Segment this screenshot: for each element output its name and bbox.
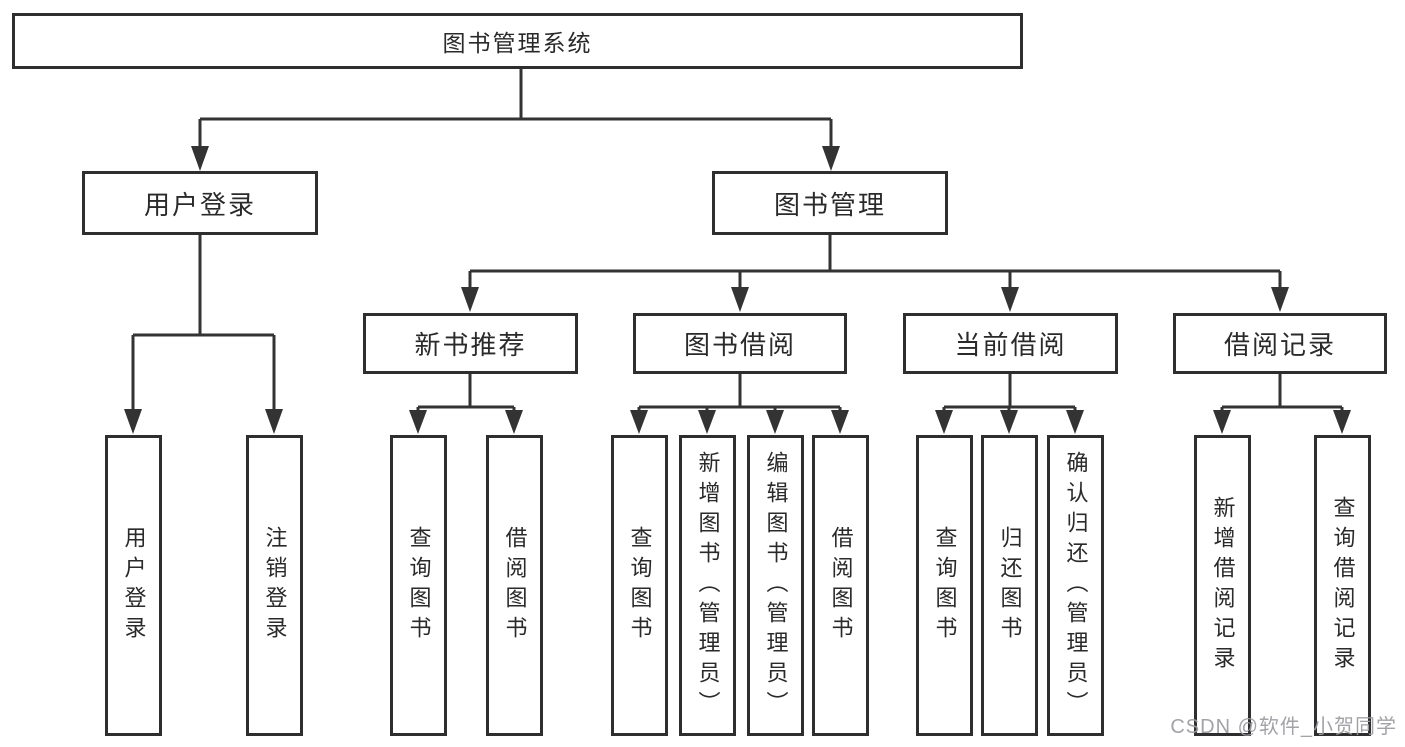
leaf-query-books-borrow: 查询图书 (611, 435, 668, 736)
leaf-borrow-books: 借阅图书 (812, 435, 869, 736)
edge-book-borrow-children (637, 373, 842, 412)
leaf-confirm-return-admin: 确认归还（管理员） (1047, 435, 1104, 736)
leaf-edit-book-admin: 编辑图书（管理员） (747, 435, 804, 736)
leaf-query-borrow-record-label: 查询借阅记录 (1330, 495, 1356, 676)
leaf-borrow-books-recommend: 借阅图书 (486, 435, 543, 736)
leaf-query-books-current-label: 查询图书 (932, 525, 958, 646)
leaf-query-books-recommend-label: 查询图书 (406, 525, 432, 646)
node-new-book-recommend: 新书推荐 (363, 313, 578, 374)
edge-borrow-records-children (1220, 373, 1344, 412)
leaf-logout-label: 注销登录 (262, 525, 288, 646)
leaf-add-borrow-record: 新增借阅记录 (1194, 435, 1251, 736)
leaf-borrow-books-recommend-label: 借阅图书 (502, 525, 528, 646)
leaf-logout: 注销登录 (246, 435, 303, 736)
leaf-add-book-admin-label: 新增图书（管理员） (695, 450, 721, 721)
leaf-query-borrow-record: 查询借阅记录 (1314, 435, 1371, 736)
edge-current-borrow-children (942, 373, 1077, 412)
leaf-edit-book-admin-label: 编辑图书（管理员） (763, 450, 789, 721)
edge-root-to-level2 (198, 68, 833, 148)
leaf-add-book-admin: 新增图书（管理员） (679, 435, 736, 736)
leaf-query-books-recommend: 查询图书 (390, 435, 447, 736)
arrowheads (124, 146, 1351, 434)
edge-book-management-children (468, 234, 1282, 288)
leaf-user-login-label: 用户登录 (121, 525, 147, 646)
leaf-return-book-label: 归还图书 (997, 525, 1023, 646)
leaf-user-login: 用户登录 (105, 435, 162, 736)
leaf-add-borrow-record-label: 新增借阅记录 (1210, 495, 1236, 676)
edge-user-login-children (131, 234, 276, 410)
node-book-borrow: 图书借阅 (633, 313, 847, 374)
watermark: CSDN @软件_小贺同学 (1170, 716, 1397, 738)
node-borrow-records: 借阅记录 (1173, 313, 1387, 374)
node-book-management: 图书管理 (712, 171, 948, 235)
edge-new-book-recommend-children (416, 373, 516, 412)
node-user-login: 用户登录 (82, 171, 318, 235)
leaf-borrow-books-label: 借阅图书 (828, 525, 854, 646)
leaf-return-book: 归还图书 (981, 435, 1038, 736)
leaf-query-books-borrow-label: 查询图书 (627, 525, 653, 646)
leaf-query-books-current: 查询图书 (916, 435, 973, 736)
node-current-borrow: 当前借阅 (903, 313, 1118, 374)
node-root: 图书管理系统 (12, 13, 1023, 69)
leaf-confirm-return-admin-label: 确认归还（管理员） (1063, 450, 1089, 721)
